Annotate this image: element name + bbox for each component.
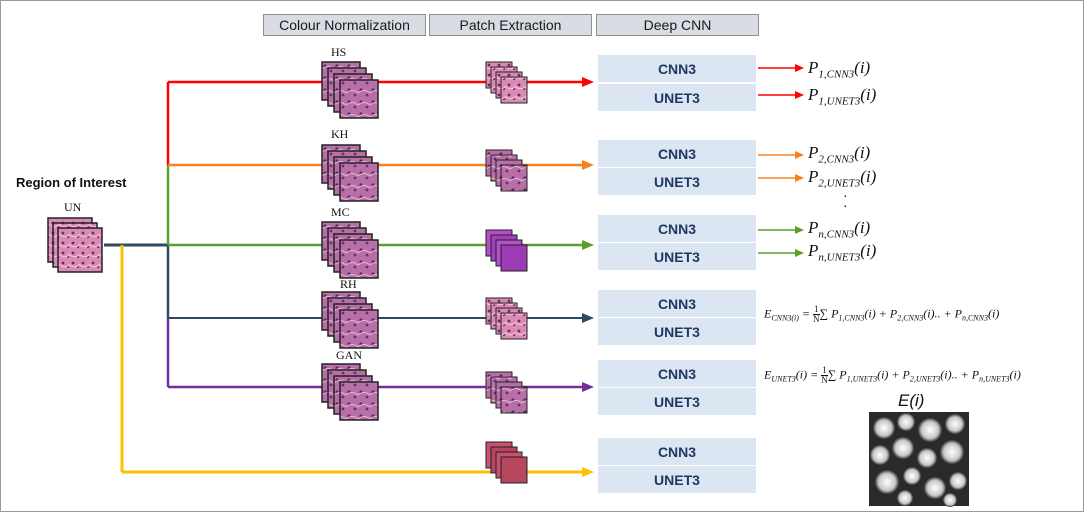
- header-patch-extraction: Patch Extraction: [429, 14, 592, 36]
- model-box-unet3: UNET3: [598, 168, 756, 195]
- model-box-unet3: UNET3: [598, 243, 756, 270]
- model-box-unet3: UNET3: [598, 84, 756, 111]
- ensemble-result-label: E(i): [898, 391, 925, 410]
- output-arrows: [758, 64, 804, 257]
- ensemble-probability-map: [869, 412, 969, 507]
- model-box-cnn3: CNN3: [598, 438, 756, 465]
- stain-label-un: UN: [64, 200, 82, 214]
- model-box-cnn3: CNN3: [598, 215, 756, 242]
- stain-label-hs: HS: [331, 45, 347, 59]
- roi-image-stack: [47, 217, 103, 273]
- header-deep-cnn: Deep CNN: [596, 14, 759, 36]
- stain-label-kh: KH: [331, 127, 349, 141]
- trunk-lines: [104, 82, 170, 472]
- output-pn-unet3: Pn,UNET3(i): [808, 241, 877, 264]
- stain-label-mc: MC: [331, 205, 350, 219]
- output-pn-cnn3: Pn,CNN3(i): [808, 218, 871, 241]
- model-box-unet3: UNET3: [598, 466, 756, 493]
- model-box-cnn3: CNN3: [598, 360, 756, 387]
- header-colour-normalization: Colour Normalization: [263, 14, 426, 36]
- output-p2-unet3: P2,UNET3(i): [808, 167, 877, 190]
- model-box-unet3: UNET3: [598, 388, 756, 415]
- model-box-cnn3: CNN3: [598, 55, 756, 82]
- model-box-cnn3: CNN3: [598, 140, 756, 167]
- model-box-unet3: UNET3: [598, 318, 756, 345]
- model-box-cnn3: CNN3: [598, 290, 756, 317]
- output-p1-unet3: P1,UNET3(i): [808, 85, 877, 108]
- stain-label-gan: GAN: [336, 348, 362, 362]
- normalized-image-stacks: [321, 61, 379, 421]
- region-of-interest-label: Region of Interest: [16, 175, 127, 190]
- patch-stacks: [485, 61, 528, 484]
- output-p2-cnn3: P2,CNN3(i): [808, 143, 871, 166]
- stain-label-rh: RH: [340, 277, 357, 291]
- ellipsis-dots: · ·: [843, 187, 848, 213]
- output-p1-cnn3: P1,CNN3(i): [808, 58, 871, 81]
